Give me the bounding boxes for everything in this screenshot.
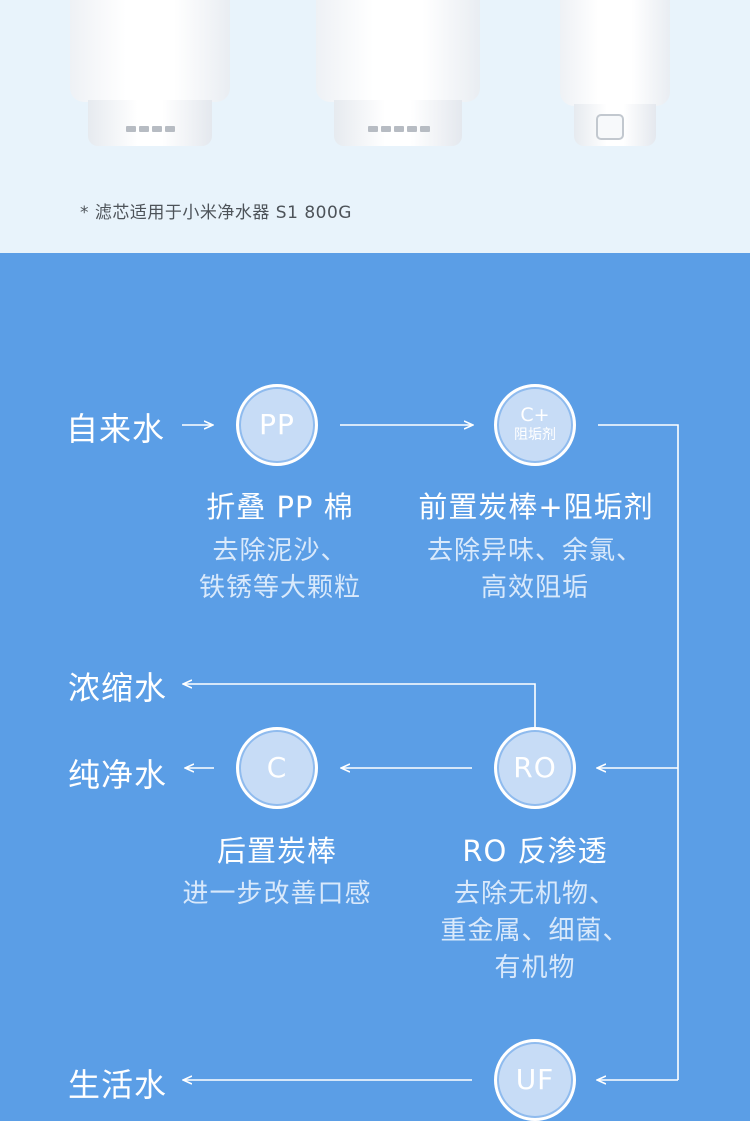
tap-water-label: 自来水 [66, 404, 165, 450]
pure-water-label: 纯净水 [68, 750, 167, 796]
ro-stage-description: 去除无机物、 重金属、细菌、 有机物 [405, 876, 665, 987]
pp-stage-title: 折叠 PP 棉 [180, 484, 380, 526]
uf-stage-icon: UF [494, 1039, 576, 1121]
c-stage-code: C [267, 754, 288, 782]
concentrate-water-label: 浓缩水 [68, 663, 167, 709]
description-line: 去除异味、余氯、 [395, 533, 675, 570]
description-line: 铁锈等大颗粒 [160, 570, 400, 607]
description-line: 去除无机物、 [405, 876, 665, 913]
cplus-stage-icon: C+ 阻垢剂 [494, 384, 576, 466]
domestic-water-label: 生活水 [68, 1060, 167, 1106]
pp-stage-icon: PP [236, 384, 318, 466]
c-stage-description: 进一步改善口感 [150, 876, 404, 913]
ro-stage-code: RO [513, 754, 557, 782]
description-line: 去除泥沙、 [160, 533, 400, 570]
description-line: 高效阻垢 [395, 570, 675, 607]
uf-stage-code: UF [516, 1066, 555, 1094]
cplus-stage-sub: 阻垢剂 [514, 427, 556, 444]
c-stage-title: 后置炭棒 [177, 828, 377, 870]
ro-stage-title: RO 反渗透 [425, 828, 645, 870]
description-line: 重金属、细菌、 [405, 913, 665, 950]
cplus-stage-title: 前置炭棒+阻垢剂 [398, 484, 674, 526]
description-line: 进一步改善口感 [150, 876, 404, 913]
cplus-stage-description: 去除异味、余氯、 高效阻垢 [395, 533, 675, 607]
c-stage-icon: C [236, 727, 318, 809]
pp-stage-code: PP [259, 411, 295, 439]
cplus-stage-code: C+ [520, 406, 549, 425]
pp-stage-description: 去除泥沙、 铁锈等大颗粒 [160, 533, 400, 607]
description-line: 有机物 [405, 950, 665, 987]
ro-stage-icon: RO [494, 727, 576, 809]
